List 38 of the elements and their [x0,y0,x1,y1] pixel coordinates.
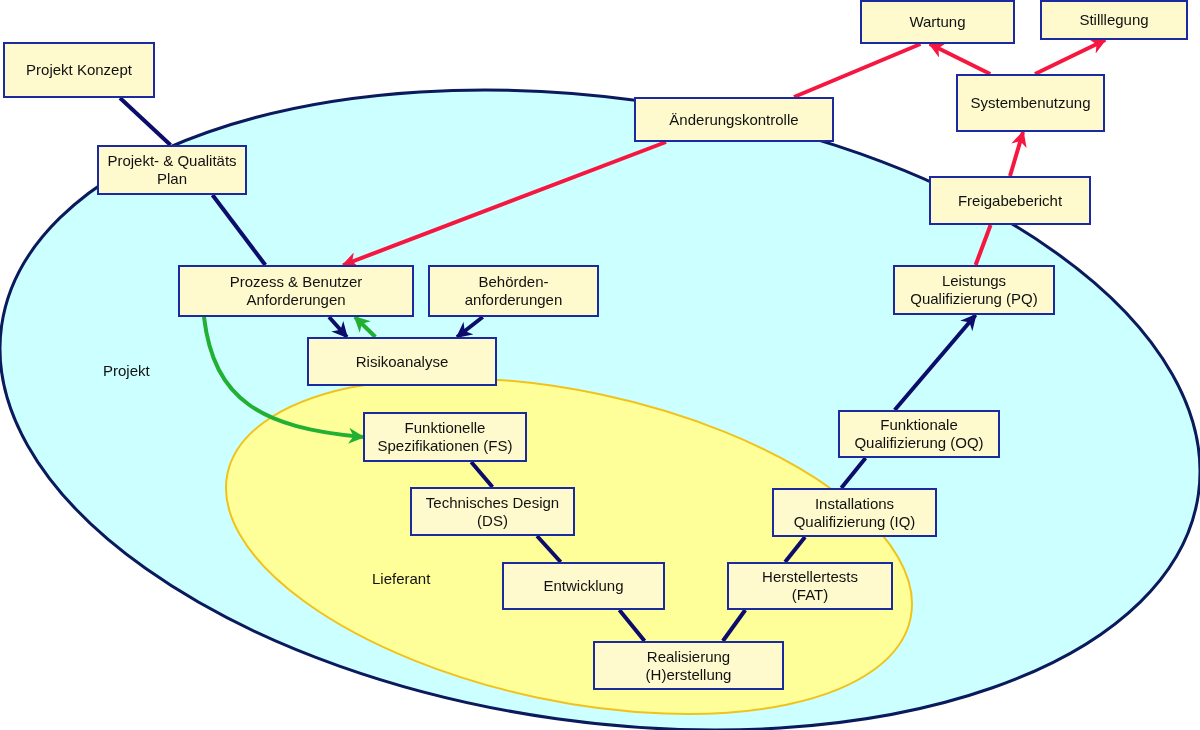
process-box: Behörden- anforderungen [428,265,599,317]
process-box: Systembenutzung [956,74,1105,132]
arrow [341,140,667,268]
arrow [353,315,377,339]
region-label: Projekt [103,362,150,379]
arrow [1034,38,1107,76]
process-box: Freigabebericht [929,176,1091,225]
connector-line [839,456,868,490]
process-box: Herstellertests (FAT) [727,562,893,610]
process-box: Risikoanalyse [307,337,497,386]
connector-line [210,193,267,267]
process-box: Funktionale Qualifizierung (OQ) [838,410,1000,458]
arrow [1008,130,1027,177]
connector-line [783,535,807,564]
connector-line [469,460,495,489]
process-box: Funktionelle Spezifikationen (FS) [363,412,527,462]
region-label: Lieferant [372,570,431,587]
process-box: Projekt- & Qualitäts Plan [97,145,247,195]
arrow [893,313,978,412]
process-box: Realisierung (H)erstellung [593,641,784,690]
process-box: Prozess & Benutzer Anforderungen [178,265,414,317]
arrow [202,316,365,444]
arrow [928,42,992,76]
connector-line [721,608,747,643]
process-box: Technisches Design (DS) [410,487,575,536]
connector-line [535,534,563,564]
process-box: Entwicklung [502,562,665,610]
process-box: Leistungs Qualifizierung (PQ) [893,265,1055,315]
arrow [327,315,349,339]
connector-line [793,42,922,99]
arrow [455,315,484,339]
connector-line [617,608,647,643]
process-box: Projekt Konzept [3,42,155,98]
connector-line [118,96,172,147]
connector-line [973,224,993,266]
process-box: Installations Qualifizierung (IQ) [772,488,937,537]
process-box: Stilllegung [1040,0,1188,40]
process-box: Wartung [860,0,1015,44]
